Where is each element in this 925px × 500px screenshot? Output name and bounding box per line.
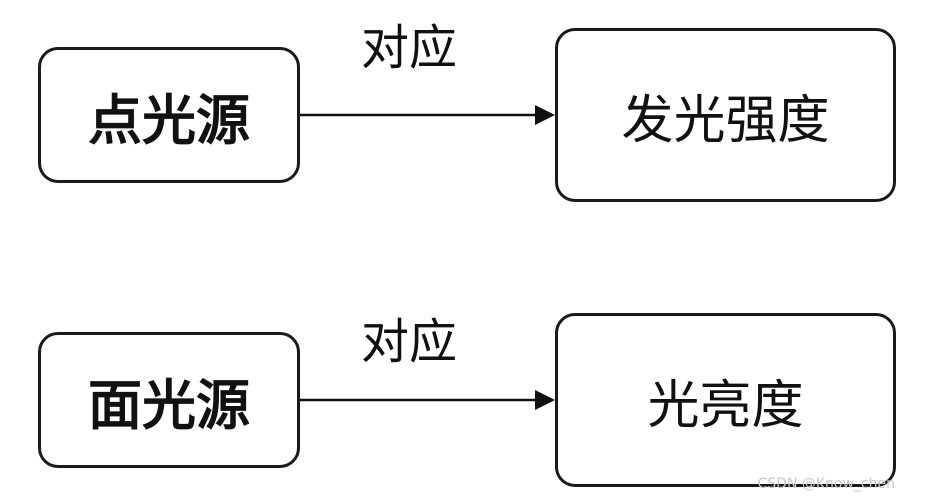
edge-label-correspond-bottom: 对应: [361, 314, 458, 370]
node-label: 发光强度: [621, 90, 830, 151]
node-luminance: 光亮度: [555, 313, 896, 487]
arrow-area-to-luminance: [300, 390, 555, 410]
arrow-head: [535, 105, 555, 125]
arrow-head: [535, 390, 555, 410]
arrow-point-to-intensity: [300, 105, 555, 125]
node-area-light-source: 面光源: [38, 332, 300, 468]
node-point-light-source: 点光源: [38, 47, 300, 183]
node-label: 点光源: [88, 88, 250, 152]
node-label: 面光源: [88, 373, 250, 437]
node-luminous-intensity: 发光强度: [555, 28, 896, 202]
watermark-text: CSDN @Know_chen: [757, 476, 896, 492]
edge-label-correspond-top: 对应: [361, 20, 458, 76]
node-label: 光亮度: [647, 375, 804, 436]
